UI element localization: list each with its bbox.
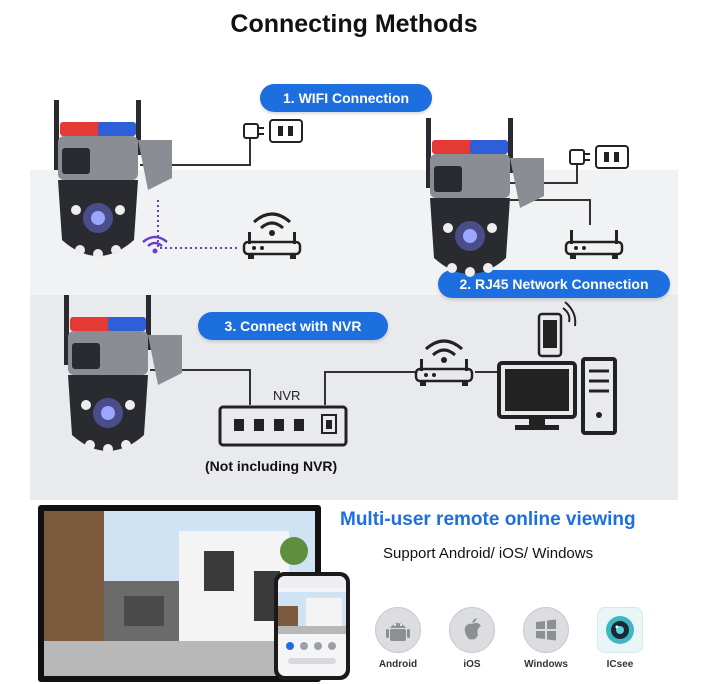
smartphone-display bbox=[274, 572, 350, 680]
wifi-connection-pill: 1. WIFI Connection bbox=[260, 84, 432, 112]
power-adapter-icon bbox=[568, 144, 630, 170]
power-adapter-icon bbox=[242, 118, 304, 144]
platform-label: Windows bbox=[524, 659, 568, 670]
camera-wifi bbox=[48, 100, 176, 280]
platform-android: Android bbox=[372, 607, 424, 670]
camera-nvr bbox=[58, 295, 186, 475]
platform-label: Android bbox=[378, 659, 418, 670]
platform-icsee: ICsee bbox=[594, 607, 646, 670]
router-icon bbox=[562, 222, 626, 262]
desktop-computer-icon bbox=[497, 355, 619, 437]
monitor-display bbox=[38, 505, 321, 682]
platform-support-text: Support Android/ iOS/ Windows bbox=[383, 545, 594, 562]
camera-rj45 bbox=[420, 118, 548, 298]
platform-label: iOS bbox=[463, 659, 481, 670]
house-preview-image bbox=[44, 511, 315, 676]
page-title: Connecting Methods bbox=[230, 10, 478, 38]
nvr-connection-pill: 3. Connect with NVR bbox=[198, 312, 388, 340]
smartphone-icon bbox=[535, 300, 579, 360]
router-icon bbox=[240, 208, 304, 260]
router-icon bbox=[412, 335, 476, 387]
remote-viewing-heading: Multi-user remote online viewing bbox=[340, 509, 636, 530]
nvr-device-label: NVR bbox=[273, 388, 301, 403]
nvr-note: (Not including NVR) bbox=[205, 458, 338, 474]
platform-ios: iOS bbox=[446, 607, 498, 670]
wifi-signal-icon bbox=[140, 232, 170, 256]
windows-icon bbox=[523, 607, 569, 653]
rj45-connection-pill: 2. RJ45 Network Connection bbox=[438, 270, 670, 298]
nvr-switch-icon bbox=[218, 405, 348, 447]
icsee-app-icon bbox=[597, 607, 643, 653]
platform-windows: Windows bbox=[520, 607, 572, 670]
platform-label: ICsee bbox=[606, 659, 634, 670]
android-icon bbox=[375, 607, 421, 653]
apple-icon bbox=[449, 607, 495, 653]
